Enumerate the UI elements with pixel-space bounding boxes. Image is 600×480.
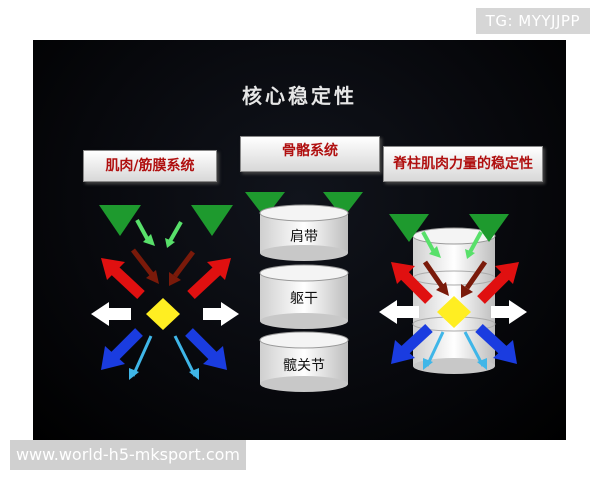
red-arrow-icon xyxy=(187,258,231,300)
skeletal-diagram: 肩带 躯干 髋关节 xyxy=(245,192,363,392)
white-arrow-icon xyxy=(91,302,131,326)
brown-arrow-icon xyxy=(131,248,159,284)
blue-arrow-icon xyxy=(391,323,433,364)
segment-trunk: 躯干 xyxy=(290,291,318,307)
red-arrow-icon xyxy=(391,262,433,304)
brown-arrow-icon xyxy=(422,260,449,296)
blue-arrow-icon xyxy=(475,323,517,364)
segment-hip: 髋关节 xyxy=(283,357,325,374)
white-arrow-icon xyxy=(203,302,239,326)
muscle-fascia-diagram xyxy=(91,205,239,380)
watermark-bottom: www.world-h5-mksport.com xyxy=(10,440,246,470)
triangle-left-1 xyxy=(99,205,141,236)
watermark-top: TG: MYYJJPP xyxy=(475,8,590,34)
cylinder-trunk: 躯干 xyxy=(259,264,349,329)
cyan-arrow-icon xyxy=(129,335,153,380)
white-arrow-icon xyxy=(379,300,419,324)
center-diamond xyxy=(146,298,180,330)
brown-arrow-icon xyxy=(169,250,195,286)
triangle-mid-2 xyxy=(323,192,363,218)
blue-arrow-icon xyxy=(185,328,227,370)
diagram-graphics: 肩带 躯干 髋关节 xyxy=(91,192,527,392)
triangle-left-2 xyxy=(191,205,233,236)
green-arrow-icon xyxy=(465,231,483,259)
spinal-stability-diagram xyxy=(379,214,527,374)
label-muscle-fascia: 肌肉/筋膜系统 xyxy=(83,150,217,182)
white-arrow-icon xyxy=(491,300,527,324)
cyan-arrow-icon xyxy=(423,331,445,370)
green-arrow-icon xyxy=(421,231,441,258)
red-arrow-icon xyxy=(477,262,519,304)
slide: 核心稳定性 肌肉/筋膜系统 骨骼系统 脊柱肌肉力量的稳定性 xyxy=(33,40,566,440)
triangle-mid-1 xyxy=(245,192,285,218)
center-diamond xyxy=(437,296,471,328)
cyan-arrow-icon xyxy=(173,335,199,380)
green-arrow-icon xyxy=(165,221,183,248)
segment-shoulder: 肩带 xyxy=(290,229,318,245)
brown-arrow-icon xyxy=(461,260,488,298)
label-skeletal: 骨骼系统 xyxy=(240,136,380,172)
cylinder-hip: 髋关节 xyxy=(259,331,349,392)
triangle-right-1 xyxy=(389,214,429,242)
cylinder-shoulder: 肩带 xyxy=(259,204,349,261)
label-spinal-stability: 脊柱肌肉力量的稳定性 xyxy=(383,146,543,182)
blue-arrow-icon xyxy=(101,328,143,370)
red-arrow-icon xyxy=(101,258,145,300)
cyan-arrow-icon xyxy=(463,331,487,370)
green-arrow-icon xyxy=(135,219,155,246)
slide-title: 核心稳定性 xyxy=(242,84,357,108)
triangle-right-2 xyxy=(469,214,509,242)
